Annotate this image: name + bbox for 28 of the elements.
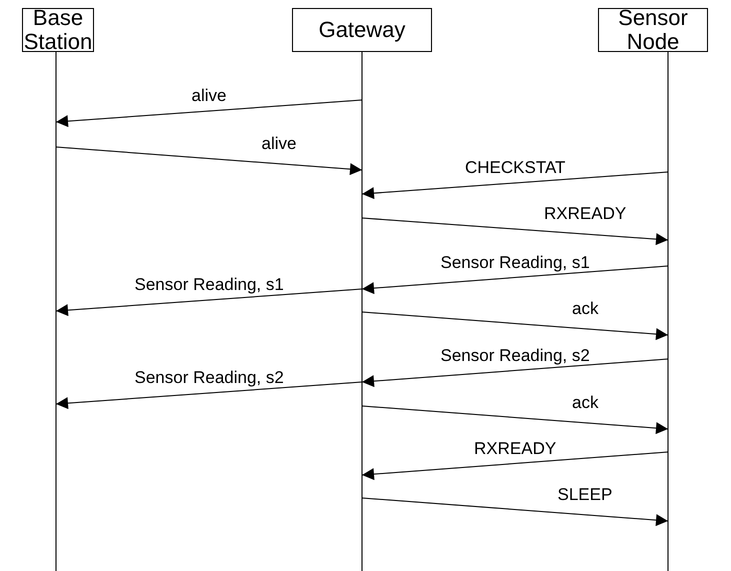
message-arrow: [56, 288, 362, 316]
message-arrow: [56, 100, 362, 128]
lifeline: [22, 8, 94, 571]
message-arrow: [362, 452, 668, 480]
lifeline-header: Base Station: [22, 8, 94, 52]
message-arrow: [362, 172, 668, 200]
message-label: ack: [572, 394, 598, 412]
lifeline-header: Sensor Node: [598, 8, 708, 52]
message-arrow: [362, 266, 668, 294]
message-label: Sensor Reading, s1: [134, 276, 284, 294]
message-arrow: [362, 498, 668, 526]
message-label: ack: [572, 300, 598, 318]
message-label: Sensor Reading, s1: [440, 254, 590, 272]
lifeline-header: Gateway: [292, 8, 432, 52]
message-arrow: [56, 146, 362, 176]
message-label: Sensor Reading, s2: [440, 346, 590, 364]
message-label: CHECKSTAT: [465, 159, 566, 177]
message-arrow: [362, 406, 668, 434]
message-label: alive: [192, 87, 226, 105]
message-arrow: [362, 358, 668, 388]
message-arrow: [56, 382, 362, 410]
message-arrow: [362, 218, 668, 246]
message-label: RXREADY: [474, 440, 556, 458]
message-label: SLEEP: [558, 486, 612, 504]
message-label: Sensor Reading, s2: [134, 369, 284, 387]
message-label: RXREADY: [544, 205, 626, 223]
message-arrow: [362, 312, 668, 340]
message-label: alive: [262, 134, 296, 152]
